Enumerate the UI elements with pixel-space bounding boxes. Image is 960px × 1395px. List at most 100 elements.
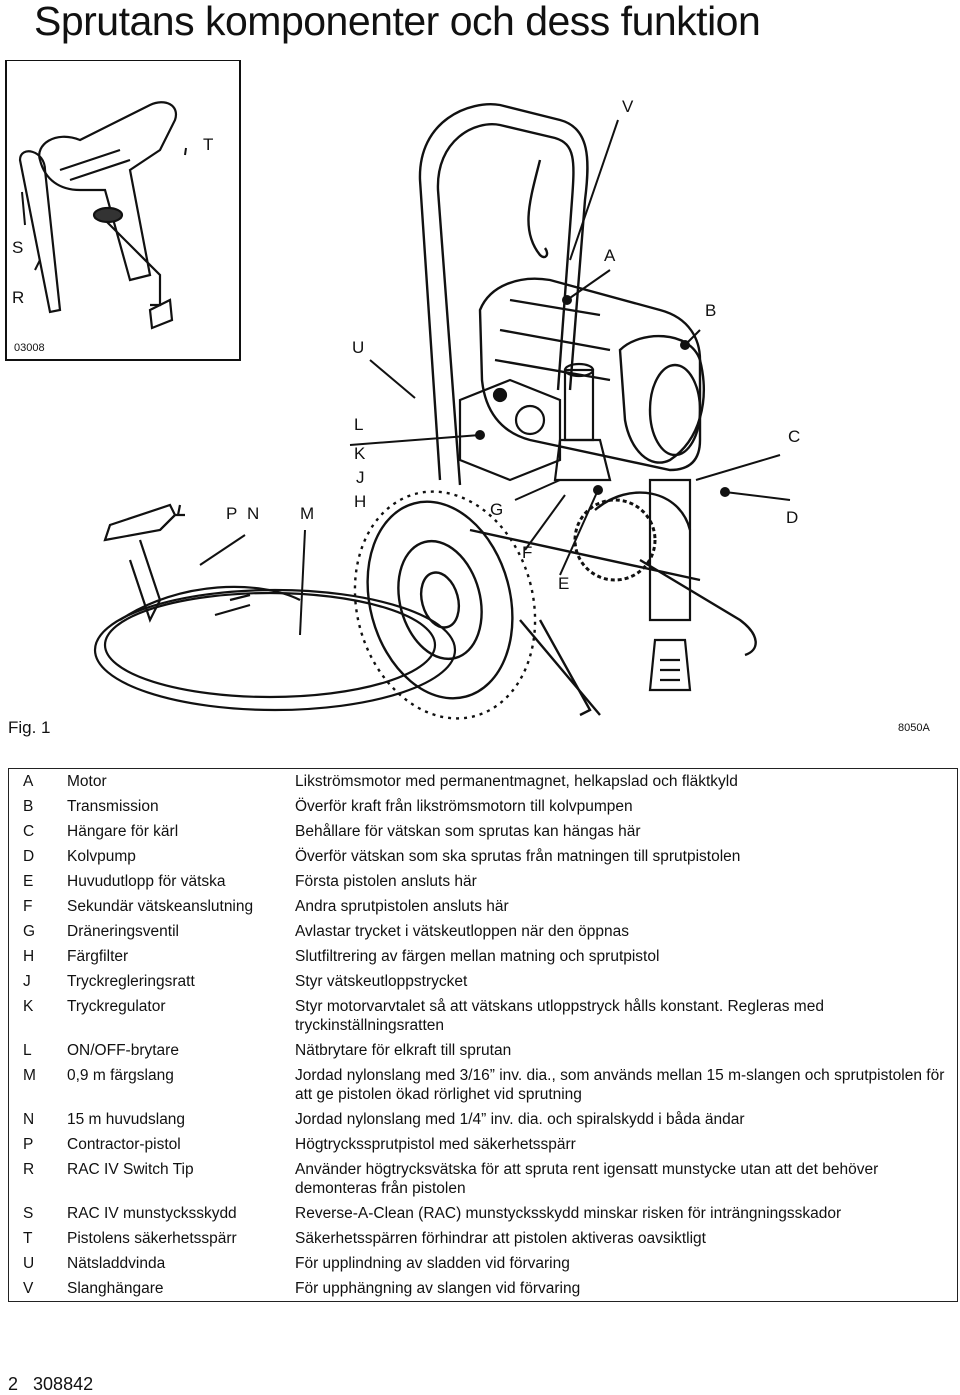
main-spray-gun — [103, 503, 251, 623]
callout-E: E — [558, 574, 570, 593]
callout-N: N — [247, 504, 260, 523]
component-name: ON/OFF-brytare — [67, 1042, 179, 1059]
component-key: A — [23, 773, 34, 790]
component-row: F Sekundär vätskeanslutning Andra sprutpis… — [9, 894, 958, 919]
component-name: Pistolens säkerhetsspärr — [67, 1230, 237, 1247]
callout-C: C — [788, 427, 801, 446]
component-name: RAC IV munstycksskydd — [67, 1205, 237, 1222]
component-description: Styr vätskeutloppstrycket — [295, 973, 468, 990]
callout-S: S — [12, 238, 24, 257]
component-key: R — [23, 1161, 35, 1178]
component-description: För upphängning av slangen vid förvaring — [295, 1280, 581, 1297]
chain — [573, 498, 657, 582]
control-box — [458, 378, 562, 482]
component-description: Slutfiltrering av färgen mellan matning … — [295, 948, 660, 965]
component-name: Sekundär vätskeanslutning — [67, 898, 254, 915]
component-row: V Slanghängare För upphängning av slangen … — [9, 1276, 958, 1302]
callout-F: F — [522, 543, 533, 562]
component-name: 0,9 m färgslang — [67, 1067, 174, 1084]
component-key: T — [23, 1230, 33, 1247]
component-description: Likströmsmotor med permanentmagnet, helk… — [295, 773, 738, 790]
component-description: Styr motorvarvtalet så att vätskans utlo… — [295, 998, 824, 1034]
component-row: L ON/OFF-brytare Nätbrytare för elkraft ti… — [9, 1038, 958, 1063]
component-name: RAC IV Switch Tip — [67, 1161, 194, 1178]
component-description: Andra sprutpistolen ansluts här — [295, 898, 509, 915]
callout-leaders — [21, 119, 791, 636]
components-table: A Motor Likströmsmotor med permanentmagnet… — [8, 768, 958, 1302]
component-description: Första pistolen ansluts här — [295, 873, 477, 890]
component-row: A Motor Likströmsmotor med permanentmagnet… — [9, 769, 958, 795]
doc-number: 308842 — [33, 1374, 94, 1394]
component-name: Slanghängare — [67, 1280, 164, 1297]
component-key: L — [23, 1042, 32, 1059]
callout-P: P — [226, 504, 238, 523]
component-description: Jordad nylonslang med 1/4” inv. dia. och… — [295, 1111, 745, 1128]
component-name: Contractor-pistol — [67, 1136, 181, 1153]
component-name: Tryckregulator — [67, 998, 166, 1015]
callout-J: J — [356, 468, 365, 487]
component-key: F — [23, 898, 33, 915]
component-description: Högtryckssprutpistol med säkerhetsspärr — [295, 1136, 576, 1153]
component-name: Tryckregleringsratt — [67, 973, 195, 990]
component-key: N — [23, 1111, 35, 1128]
component-key: V — [23, 1280, 34, 1297]
component-row: P Contractor-pistol Högtryckssprutpistol m… — [9, 1132, 958, 1157]
component-name: Motor — [67, 773, 107, 790]
component-description: Överför kraft från likströmsmotorn till … — [295, 798, 633, 815]
component-key: E — [23, 873, 34, 890]
component-description: Använder högtrycksvätska för att spruta … — [295, 1161, 879, 1197]
component-description: För upplindning av sladden vid förvaring — [295, 1255, 570, 1272]
page-footer: 2 308842 — [8, 1374, 93, 1395]
component-key: D — [23, 848, 35, 865]
component-name: Huvudutlopp för vätska — [67, 873, 226, 890]
component-key: B — [23, 798, 34, 815]
component-row: M 0,9 m färgslang Jordad nylonslang med 3/… — [9, 1063, 958, 1107]
component-description: Säkerhetsspärren förhindrar att pistolen… — [295, 1230, 706, 1247]
sprayer-illustration — [5, 60, 791, 720]
component-name: Hängare för kärl — [67, 823, 179, 840]
component-key: G — [23, 923, 36, 940]
component-key: M — [23, 1067, 36, 1084]
page-title: Sprutans komponenter och dess funktion — [34, 0, 761, 44]
callout-U: U — [352, 338, 365, 357]
component-key: P — [23, 1136, 34, 1153]
callout-D: D — [786, 508, 799, 527]
component-description: Reverse-A-Clean (RAC) munstycksskydd min… — [295, 1205, 842, 1222]
callout-M: M — [300, 504, 315, 523]
figure-code: 8050A — [898, 722, 930, 734]
component-description: Avlastar trycket i vätskeutloppen när de… — [295, 923, 630, 940]
callout-A: A — [604, 246, 616, 265]
component-name: Transmission — [67, 798, 159, 815]
sprayer-cart-frame — [418, 103, 757, 717]
component-key: C — [23, 823, 35, 840]
component-key: H — [23, 948, 35, 965]
component-row: T Pistolens säkerhetsspärr Säkerhetsspärre… — [9, 1226, 958, 1251]
callout-B: B — [705, 301, 717, 320]
component-row: G Dräneringsventil Avlastar trycket i väts… — [9, 919, 958, 944]
callout-L: L — [354, 415, 364, 434]
callout-T: T — [203, 135, 214, 154]
component-row: S RAC IV munstycksskydd Reverse-A-Clean (R… — [9, 1201, 958, 1226]
callout-G: G — [490, 500, 504, 519]
hose-coil — [93, 585, 457, 712]
component-name: Kolvpump — [67, 848, 136, 865]
component-description: Jordad nylonslang med 3/16” inv. dia., s… — [295, 1067, 945, 1103]
pump-assembly — [553, 362, 692, 692]
component-key: S — [23, 1205, 34, 1222]
component-row: E Huvudutlopp för vätska Första pistolen a… — [9, 869, 958, 894]
inset-frame — [5, 60, 241, 361]
component-name: Dräneringsventil — [67, 923, 179, 940]
component-key: J — [23, 973, 31, 990]
callout-H: H — [354, 492, 367, 511]
sprayer-figure: T S R 03008 V A B U L K J H C D P N M G … — [0, 60, 960, 750]
component-row: B Transmission Överför kraft från likström… — [9, 794, 958, 819]
component-description: Nätbrytare för elkraft till sprutan — [295, 1042, 512, 1059]
component-row: J Tryckregleringsratt Styr vätskeutloppstr… — [9, 969, 958, 994]
callout-R: R — [12, 288, 25, 307]
component-name: Nätsladdvinda — [67, 1255, 166, 1272]
wheel — [353, 490, 537, 720]
